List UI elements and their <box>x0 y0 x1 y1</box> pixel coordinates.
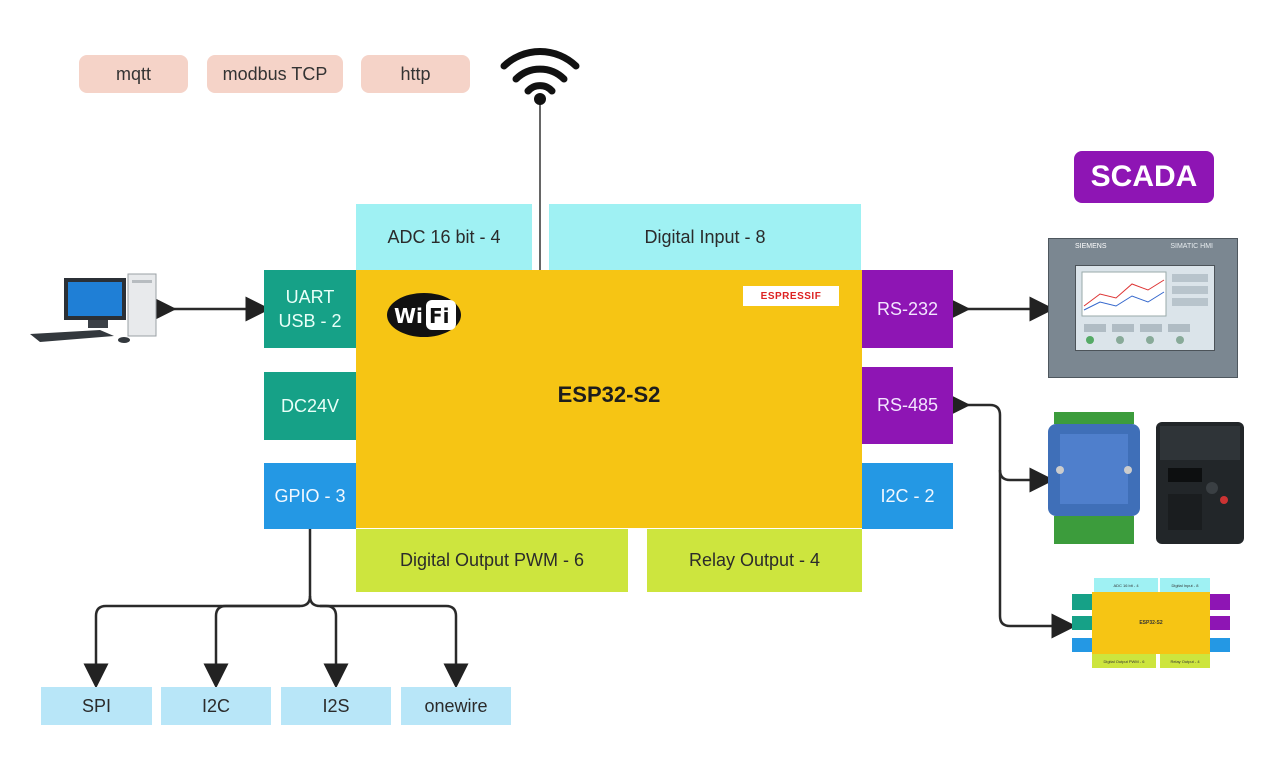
rs485-bus-branch <box>998 470 1077 639</box>
protocol-mqtt: mqtt <box>79 55 188 93</box>
main-title: ESP32-S2 <box>557 382 661 407</box>
i2s-target: I2S <box>281 687 391 725</box>
wifi-logo-icon: Wi Fi <box>387 293 461 337</box>
protocol-modbus-tcp: modbus TCP <box>207 55 343 93</box>
rs485-devices-icon <box>1048 412 1244 544</box>
relay-output-block: Relay Output - 4 <box>647 529 862 592</box>
gpio-block: GPIO - 3 <box>264 463 356 529</box>
svg-text:Wi: Wi <box>394 304 423 328</box>
dc24v-block: DC24V <box>264 372 356 440</box>
uart-label: UART <box>285 287 335 307</box>
svg-text:Fi: Fi <box>429 304 450 328</box>
mini-main-block: ESP32-S2 <box>1092 592 1210 654</box>
i2c-target: I2C <box>161 687 271 725</box>
hmi-trend-chart-icon <box>1081 271 1208 344</box>
rs232-block: RS-232 <box>862 270 953 348</box>
mini-gpio-block <box>1072 638 1092 652</box>
mini-dc-block <box>1072 616 1092 630</box>
rs485-block: RS-485 <box>862 367 953 444</box>
onewire-target: onewire <box>401 687 511 725</box>
mini-uart-block <box>1072 594 1092 610</box>
mini-adc-block: ADC 16 bit - 4 <box>1094 578 1158 592</box>
rs485-bus <box>945 392 1055 493</box>
gpio-tree-onewire <box>320 604 469 689</box>
gpio-tree-i2c <box>203 604 300 689</box>
hmi-screen <box>1075 265 1215 351</box>
hmi-model: SIMATIC HMI <box>1170 243 1213 250</box>
mini-digital-input-block: Digital Input - 8 <box>1160 578 1210 592</box>
hmi-panel: SIEMENS SIMATIC HMI <box>1048 238 1238 378</box>
i2c-block: I2C - 2 <box>862 463 953 529</box>
mini-pwm-block: Digital Output PWM - 6 <box>1092 654 1156 668</box>
mini-rs485-block <box>1210 616 1230 630</box>
mini-i2c-block <box>1210 638 1230 652</box>
scada-label: SCADA <box>1074 151 1214 203</box>
hmi-brand: SIEMENS <box>1075 243 1107 250</box>
usb-label: USB - 2 <box>278 311 342 331</box>
digital-input-block: Digital Input - 8 <box>549 204 861 270</box>
adc-block: ADC 16 bit - 4 <box>356 204 532 270</box>
esp32-main-block: Wi Fi ESPRESSIF ESP32-S2 <box>356 270 862 528</box>
espressif-logo: ESPRESSIF <box>743 286 839 306</box>
mini-esp32-diagram: ADC 16 bit - 4 Digital Input - 8 ESP32-S… <box>1068 578 1234 672</box>
pwm-output-block: Digital Output PWM - 6 <box>356 529 628 592</box>
wifi-signal-icon <box>500 48 580 105</box>
spi-target: SPI <box>41 687 152 725</box>
protocol-http: http <box>361 55 470 93</box>
gpio-tree-i2s <box>308 595 349 689</box>
desktop-computer-icon <box>30 273 157 343</box>
gpio-tree-trunk <box>83 529 312 689</box>
uart-usb-block: UART USB - 2 <box>264 270 356 348</box>
mini-relay-block: Relay Output - 4 <box>1160 654 1210 668</box>
mini-rs232-block <box>1210 594 1230 610</box>
